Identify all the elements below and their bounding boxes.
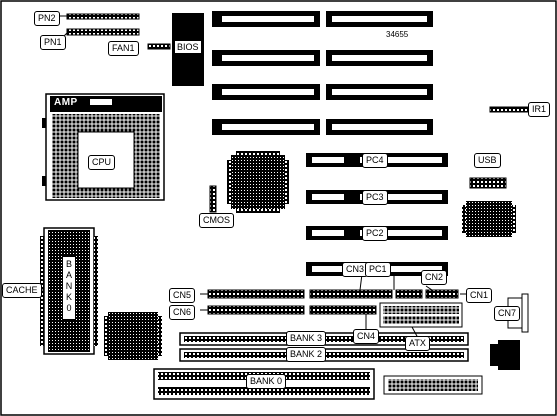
bank-letter-0: 0 bbox=[66, 303, 72, 313]
bank0-label: BANK 0 bbox=[246, 374, 287, 389]
cpu-socket bbox=[42, 93, 165, 201]
ir1-header bbox=[489, 106, 529, 113]
chipset bbox=[231, 155, 285, 209]
cn1-header bbox=[425, 289, 459, 299]
cn2-header bbox=[395, 289, 423, 299]
cn5-label: CN5 bbox=[169, 288, 196, 303]
pn2-header bbox=[66, 13, 140, 20]
lower-chip bbox=[108, 312, 158, 360]
usb-header bbox=[469, 177, 507, 189]
atx-connector bbox=[379, 302, 463, 328]
ir1-label: IR1 bbox=[528, 102, 551, 117]
bank-letter-a: A bbox=[65, 270, 72, 280]
cn5-header bbox=[207, 289, 305, 299]
fan1-label: FAN1 bbox=[108, 41, 139, 56]
bank2-label: BANK 2 bbox=[286, 347, 327, 362]
amp-label: AMP bbox=[54, 97, 78, 108]
fan1-header bbox=[147, 43, 171, 50]
usb-label: USB bbox=[474, 153, 501, 168]
pn1-label: PN1 bbox=[40, 35, 66, 50]
io-chip bbox=[466, 201, 512, 237]
keyboard-connector bbox=[498, 340, 520, 370]
isa-slots bbox=[212, 11, 433, 135]
atx-label: ATX bbox=[405, 336, 430, 351]
bank0-vertical-label: B A N K 0 bbox=[62, 256, 76, 320]
bank3-label: BANK 3 bbox=[286, 331, 327, 346]
bank-letter-b: B bbox=[65, 259, 72, 269]
cpu-label: CPU bbox=[88, 155, 116, 170]
bank-letter-k: K bbox=[65, 292, 72, 302]
pc2-label: PC2 bbox=[362, 226, 388, 241]
board-id: 34655 bbox=[386, 30, 409, 39]
bank-letter-n: N bbox=[65, 281, 73, 291]
cmos-label: CMOS bbox=[199, 213, 234, 228]
pc1-label: PC1 bbox=[365, 262, 391, 277]
cn2-label: CN2 bbox=[421, 270, 448, 285]
cn3-header bbox=[309, 289, 393, 299]
cn4-label: CN4 bbox=[353, 329, 380, 344]
cmos-jumper bbox=[209, 185, 217, 213]
pn2-label: PN2 bbox=[34, 11, 60, 26]
cn6-header bbox=[207, 305, 305, 315]
cn4-header bbox=[309, 305, 377, 315]
cn1-label: CN1 bbox=[466, 288, 493, 303]
bios-label: BIOS bbox=[174, 40, 202, 54]
pci-slots bbox=[306, 153, 448, 276]
cn7-label: CN7 bbox=[494, 306, 521, 321]
cache-label: CACHE bbox=[2, 283, 42, 298]
pc4-label: PC4 bbox=[362, 153, 388, 168]
cn6-label: CN6 bbox=[169, 305, 196, 320]
pc3-label: PC3 bbox=[362, 190, 388, 205]
pn1-header bbox=[66, 28, 140, 36]
